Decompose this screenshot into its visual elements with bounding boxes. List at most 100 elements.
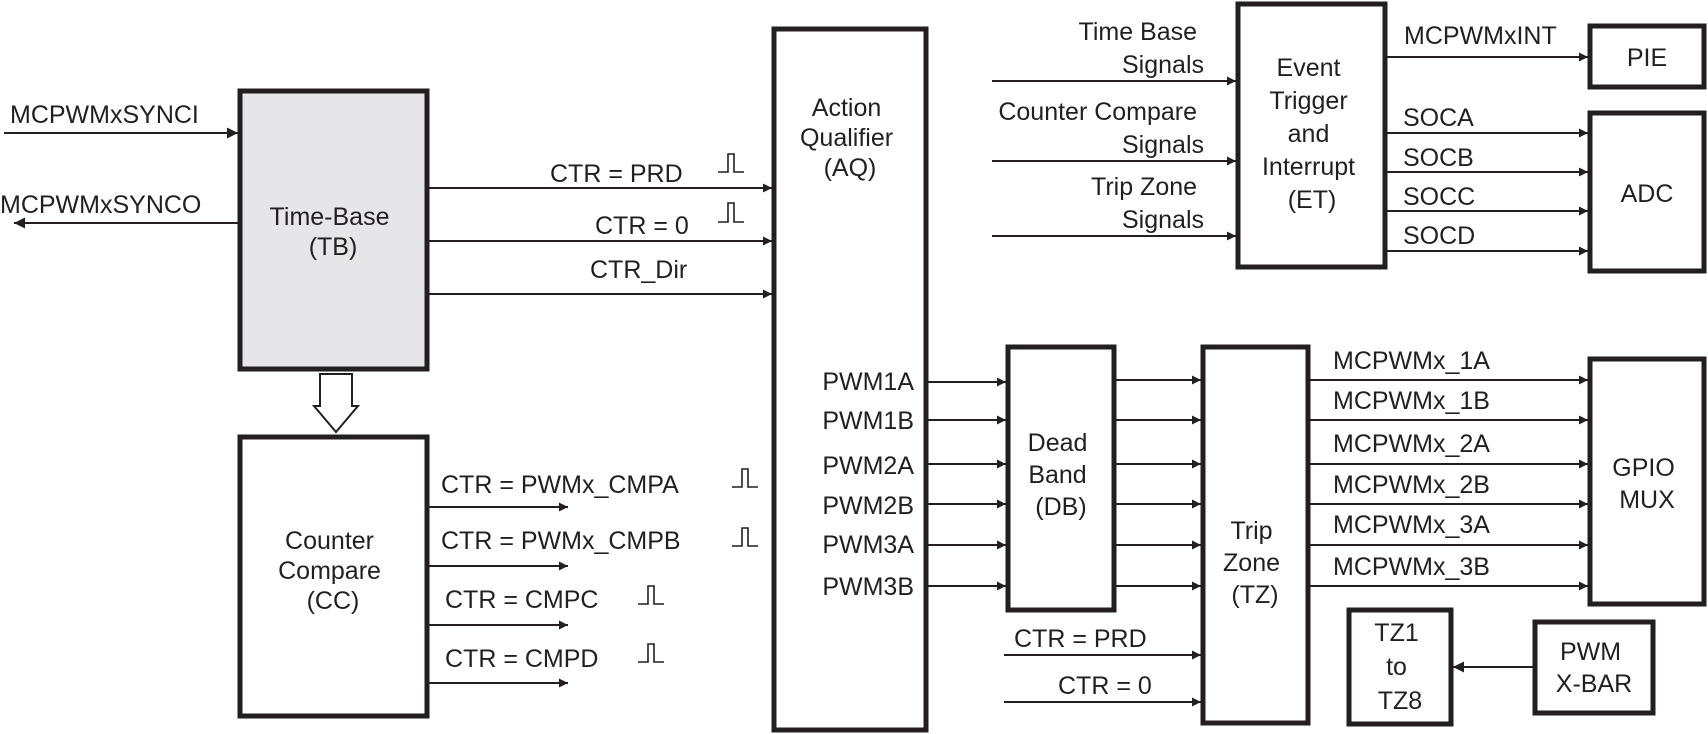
pulse-icon	[638, 643, 664, 663]
svg-text:GPIO MUX: GPIO MUX	[1612, 454, 1681, 514]
block-label-line: (ET)	[1288, 186, 1337, 214]
svg-text:Event Trigger and: Event Trigger and Interrupt (ET)	[1262, 54, 1362, 214]
et-input-signals: Time Base Signals Counter Compare Signal…	[992, 18, 1236, 241]
signal-label: Counter Compare	[998, 98, 1197, 126]
signal-label: MCPWMx_3B	[1333, 553, 1490, 581]
time-base-block: Time-Base (TB)	[237, 88, 430, 372]
cc-output-signals: CTR = PWMx_CMPA CTR = PWMx_CMPB CTR = CM…	[429, 468, 758, 688]
block-label-line: ADC	[1621, 180, 1674, 208]
aq-pwm-outputs: PWM1A PWM1B PWM2A PWM2B PWM3A PWM3B	[822, 368, 1006, 601]
signal-label: PWM2B	[822, 492, 914, 520]
block-label-line: (AQ)	[824, 154, 877, 182]
sync-out-signal: MCPWMxSYNCO	[0, 191, 238, 229]
signal-label: PWM2A	[822, 452, 914, 480]
tb-to-cc-hollow-arrow	[311, 373, 361, 434]
signal-label: CTR = CMPC	[445, 586, 598, 614]
svg-text:Counter Compare (C: Counter Compare (CC)	[278, 527, 388, 615]
gpio-mux-block: GPIO MUX	[1587, 356, 1707, 607]
signal-label: PWM1A	[822, 368, 914, 396]
block-label-line: GPIO	[1612, 454, 1675, 482]
block-label-line: Interrupt	[1262, 153, 1355, 181]
block-label-line: PIE	[1627, 44, 1667, 72]
block-label-line: PWM	[1560, 638, 1621, 666]
signal-label: CTR = 0	[1058, 672, 1152, 700]
block-label-line: Event	[1277, 54, 1341, 82]
tb-to-aq-signals: CTR = PRD CTR = 0 CTR_Dir	[429, 153, 772, 299]
block-label-line: (TZ)	[1231, 581, 1278, 609]
signal-label: Signals	[1122, 131, 1204, 159]
tz1-to-tz8-block: TZ1 to TZ8	[1346, 607, 1454, 727]
pie-block: PIE	[1587, 23, 1707, 90]
signal-label: SOCD	[1403, 222, 1475, 250]
block-label-line: Trigger	[1269, 87, 1347, 115]
pulse-icon	[732, 468, 758, 488]
svg-text:Time-Base (TB): Time-Base (TB)	[270, 203, 397, 261]
block-label-line: Dead	[1028, 429, 1088, 457]
block-label-line: TZ8	[1378, 687, 1422, 715]
block-label-line: X-BAR	[1556, 670, 1632, 698]
pulse-icon	[638, 585, 664, 605]
signal-label: SOCB	[1403, 144, 1474, 172]
svg-text:Action Qualifier (: Action Qualifier (AQ)	[800, 94, 900, 182]
signal-label: MCPWMx_2A	[1333, 430, 1490, 458]
event-trigger-block: Event Trigger and Interrupt (ET)	[1235, 1, 1388, 270]
tz-ctr-inputs: CTR = PRD CTR = 0	[1004, 625, 1201, 707]
block-label-line: Counter	[285, 527, 374, 555]
signal-label: MCPWMx_1B	[1333, 387, 1490, 415]
et-output-signals: MCPWMxINT SOCA SOCB SOCC SOCD	[1387, 22, 1588, 256]
svg-text:Trip Zone Signals: Trip Zone Signals	[1091, 173, 1204, 234]
signal-label: MCPWMxSYNCO	[0, 191, 201, 219]
dead-band-block: Dead Band (DB)	[1005, 344, 1117, 613]
pulse-icon	[718, 153, 744, 173]
block-label-line: Qualifier	[800, 124, 893, 152]
pwm-xbar-block: PWM X-BAR	[1532, 619, 1656, 716]
block-label-line: MUX	[1619, 486, 1675, 514]
counter-compare-block: Counter Compare (CC)	[237, 434, 430, 719]
sync-in-signal: MCPWMxSYNCI	[4, 101, 238, 139]
svg-text:Counter Compare Signals: Counter Compare Signals	[998, 98, 1204, 159]
signal-label: Signals	[1122, 51, 1204, 79]
signal-label: Trip Zone	[1091, 173, 1197, 201]
db-to-tz-wires	[1116, 375, 1201, 591]
signal-label: CTR_Dir	[590, 256, 687, 284]
signal-label: CTR = CMPD	[445, 645, 598, 673]
signal-label: CTR = PRD	[550, 160, 683, 188]
svg-text:Time Base Signals: Time Base Signals	[1078, 18, 1204, 79]
block-label-line: Band	[1028, 461, 1086, 489]
block-label-line: (DB)	[1035, 493, 1086, 521]
signal-label: MCPWMx_1A	[1333, 347, 1490, 375]
pulse-icon	[732, 527, 758, 547]
block-label-line: and	[1288, 120, 1330, 148]
block-label-line: TZ1	[1374, 619, 1418, 647]
signal-label: Time Base	[1078, 18, 1197, 46]
signal-label: CTR = 0	[595, 212, 689, 240]
block-label-line: Trip	[1230, 517, 1272, 545]
adc-block: ADC	[1587, 110, 1707, 274]
block-label-line: Compare	[278, 557, 381, 585]
signal-label: PWM3B	[822, 573, 914, 601]
pulse-icon	[718, 202, 744, 223]
signal-label: SOCA	[1403, 104, 1474, 132]
svg-text:TZ1 to TZ8: TZ1 to TZ8	[1374, 619, 1425, 715]
signal-label: CTR = PWMx_CMPA	[441, 471, 679, 499]
signal-label: CTR = PRD	[1014, 625, 1147, 653]
block-label-line: Time-Base	[270, 203, 390, 231]
signal-label: MCPWMx_3A	[1333, 511, 1490, 539]
trip-zone-block: Trip Zone (TZ)	[1200, 344, 1311, 726]
signal-label: PWM1B	[822, 407, 914, 435]
svg-text:PWM X-BAR: PWM X-BAR	[1556, 638, 1632, 698]
tz-to-gpio-signals: MCPWMx_1A MCPWMx_1B MCPWMx_2A MCPWMx_2B …	[1310, 347, 1588, 591]
svg-text:Trip Zone (TZ): Trip Zone (TZ)	[1223, 517, 1287, 609]
signal-label: MCPWMxSYNCI	[10, 101, 199, 129]
signal-label: PWM3A	[822, 531, 914, 559]
block-label-line: Action	[812, 94, 881, 122]
signal-label: CTR = PWMx_CMPB	[441, 527, 681, 555]
block-label-line: Zone	[1223, 549, 1280, 577]
signal-label: MCPWMx_2B	[1333, 471, 1490, 499]
block-label-line: to	[1386, 653, 1407, 681]
signal-label: Signals	[1122, 206, 1204, 234]
svg-text:Dead Band (DB): Dead Band (DB)	[1028, 429, 1095, 521]
block-label-line: (CC)	[307, 587, 360, 615]
signal-label: SOCC	[1403, 183, 1475, 211]
